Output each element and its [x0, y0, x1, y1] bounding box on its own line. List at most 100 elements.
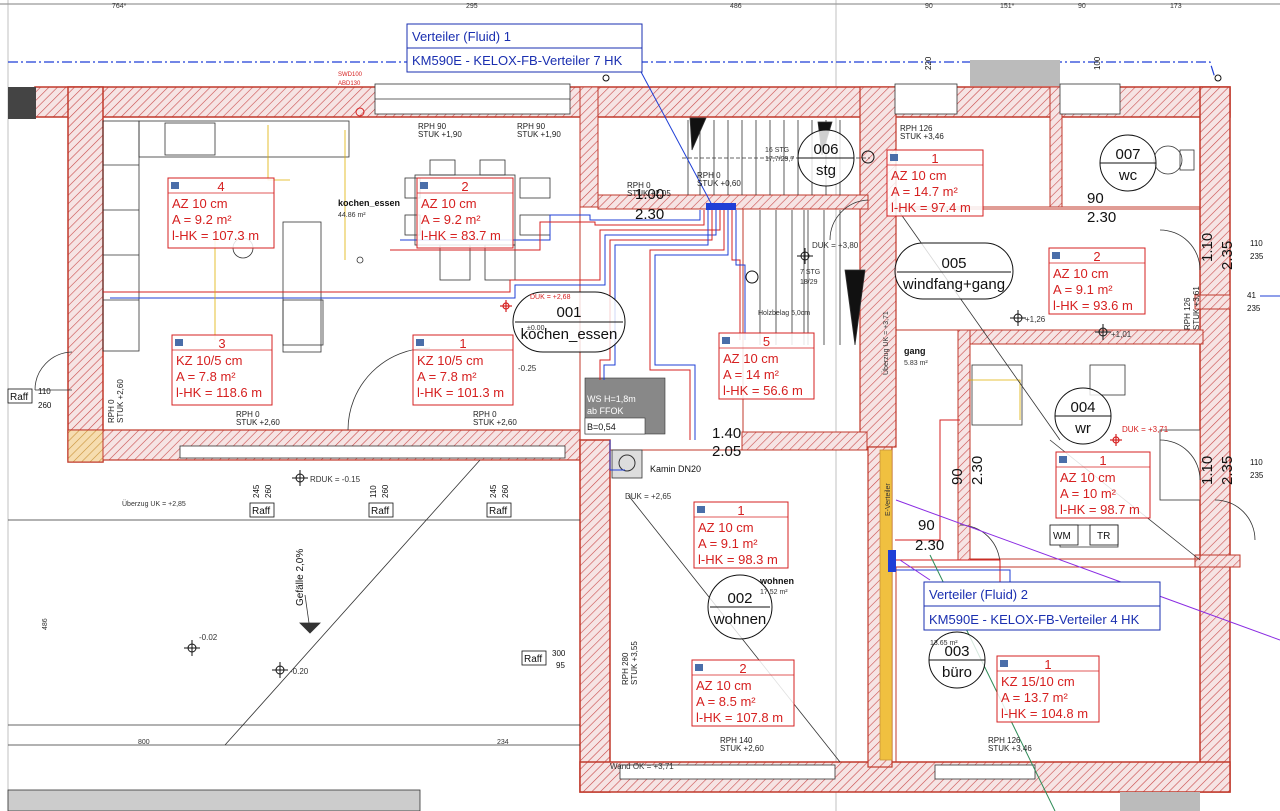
rph-label: STUK +1,90 [517, 130, 561, 139]
rph-label: STUK +3,61 [1192, 286, 1201, 330]
rph-label: STUK +1,90 [418, 130, 462, 139]
zone-area: A = 9.1 m² [1053, 282, 1113, 297]
raff-label: Raff [371, 506, 389, 517]
room-number: 004 [1070, 399, 1095, 416]
wm-label: WM [1053, 531, 1071, 542]
zone-number: 2 [461, 179, 468, 194]
zone-length: l-HK = 98.3 m [698, 552, 778, 567]
dim-245b: 245 [489, 484, 498, 498]
dim-260d: 260 [501, 484, 510, 498]
room-labels: kochen_essen 44.86 m² wohnen 17.52 m² 13… [338, 198, 958, 647]
note-ueberzug: Überzug UK = +2,85 [122, 500, 186, 508]
heating-zone-box: 3KZ 10/5 cmA = 7.8 m²l-HK = 118.6 m [171, 334, 273, 406]
zone-length: l-HK = 56.6 m [723, 383, 803, 398]
dim-300: 300 [552, 649, 566, 658]
manifolds [706, 203, 896, 572]
heating-zone-box: 1AZ 10 cmA = 9.1 m²l-HK = 98.3 m [693, 501, 789, 569]
room-name: kochen_essen [521, 326, 618, 343]
distributor-title: Verteiler (Fluid) 1 [412, 29, 511, 44]
note-elev-m025: -0.25 [518, 364, 537, 373]
room-tag-003: 003 büro [928, 631, 986, 689]
zone-type: AZ 10 cm [172, 196, 228, 211]
room-number: 006 [813, 141, 838, 158]
zone-icon [697, 506, 705, 513]
note-b: B=0,54 [587, 422, 616, 432]
room-area-kochen: 44.86 m² [338, 212, 366, 219]
heating-zone-box: 4AZ 10 cmA = 9.2 m²l-HK = 107.3 m [167, 177, 275, 249]
dim-110c: 110 [1250, 239, 1263, 248]
dim-d: 2.05 [712, 443, 741, 460]
rph-label: STUK +2,05 [627, 189, 671, 198]
room-name: wohnen [713, 611, 767, 628]
dim-f: 2.30 [1087, 209, 1116, 226]
big-dimensions: 1.00 2.30 1.40 2.05 90 2.30 1.10 2.35 1.… [635, 186, 1236, 554]
dim-i: 1.10 [1199, 456, 1216, 485]
rph-label: RPH 0 [107, 399, 116, 423]
zone-area: A = 9.2 m² [421, 212, 481, 227]
heating-zone-box: 2AZ 10 cmA = 8.5 m²l-HK = 107.8 m [691, 659, 795, 727]
distributor-title: Verteiler (Fluid) 2 [929, 587, 1028, 602]
room-number: 005 [941, 255, 966, 272]
rph-label: RPH 0 [627, 181, 651, 190]
room-number: 003 [944, 643, 969, 660]
zone-type: AZ 10 cm [1053, 266, 1109, 281]
column [8, 87, 36, 119]
room-tag-007: 007 wc [1099, 134, 1157, 192]
note-rduk: RDUK = -0.15 [310, 475, 361, 484]
zone-type: AZ 10 cm [421, 196, 477, 211]
note-swd: SWD100 [338, 72, 363, 78]
note-duk-265: DUK = +2,65 [625, 492, 672, 501]
dim-g: 1.10 [1199, 233, 1216, 262]
zone-icon [1059, 456, 1067, 463]
dim-245: 245 [252, 484, 261, 498]
zone-icon [1000, 660, 1008, 667]
dim-top-6: 90 [1078, 3, 1086, 10]
zone-number: 5 [763, 334, 770, 349]
rph-label: RPH 0 [697, 171, 721, 180]
dim-h: 2.35 [1219, 241, 1236, 270]
dim-n: 2.30 [969, 456, 986, 485]
dim-v100: 100 [1093, 56, 1102, 70]
room-tag-002: 002 wohnen [707, 574, 773, 640]
zone-number: 3 [218, 336, 225, 351]
raff-label: Raff [252, 506, 270, 517]
dim-top-7: 173 [1170, 3, 1182, 10]
zone-area: A = 9.1 m² [698, 536, 758, 551]
room-tag-005: 005 windfang+gang [894, 242, 1014, 300]
raff-label: Raff [489, 506, 507, 517]
zone-number: 1 [1099, 453, 1106, 468]
note-duk-380: DUK = +3,80 [812, 241, 859, 250]
dim-top-4: 90 [925, 3, 933, 10]
note-stg-top: 16 STG [765, 147, 789, 154]
dim-260: 260 [38, 401, 52, 410]
dim-j: 2.35 [1219, 456, 1236, 485]
room-number: 001 [556, 304, 581, 321]
terrace-lines [7, 209, 1201, 811]
dim-235: 235 [1250, 252, 1264, 261]
room-area-buero: 13.65 m² [930, 640, 958, 647]
zone-icon [890, 154, 898, 161]
zone-number: 1 [1044, 657, 1051, 672]
heating-zone-box: 1KZ 15/10 cmA = 13.7 m²l-HK = 104.8 m [996, 655, 1100, 723]
dim-260c: 260 [381, 484, 390, 498]
tr-label: TR [1097, 531, 1110, 542]
heating-zone-box: 1AZ 10 cmA = 10 m²l-HK = 98.7 m [1055, 451, 1151, 519]
rph-label: RPH 0 [473, 410, 497, 419]
zone-area: A = 9.2 m² [172, 212, 232, 227]
zone-type: AZ 10 cm [891, 168, 947, 183]
rph-label: RPH 0 [236, 410, 260, 419]
zone-area: A = 8.5 m² [696, 694, 756, 709]
raff-label: Raff [10, 392, 28, 403]
rph-label: STUK +2,60 [473, 418, 517, 427]
zone-number: 2 [1093, 249, 1100, 264]
dim-a: 1.00 [635, 186, 664, 203]
room-name: wr [1074, 420, 1091, 437]
note-elev-000: ±0.00 [527, 325, 545, 332]
room-name: stg [816, 162, 836, 179]
dim-95: 95 [556, 661, 565, 670]
service-lines [214, 125, 1021, 761]
zone-icon [1052, 252, 1060, 259]
kamin [584, 377, 666, 479]
distributor-model: KM590E - KELOX-FB-Verteiler 4 HK [929, 612, 1140, 627]
